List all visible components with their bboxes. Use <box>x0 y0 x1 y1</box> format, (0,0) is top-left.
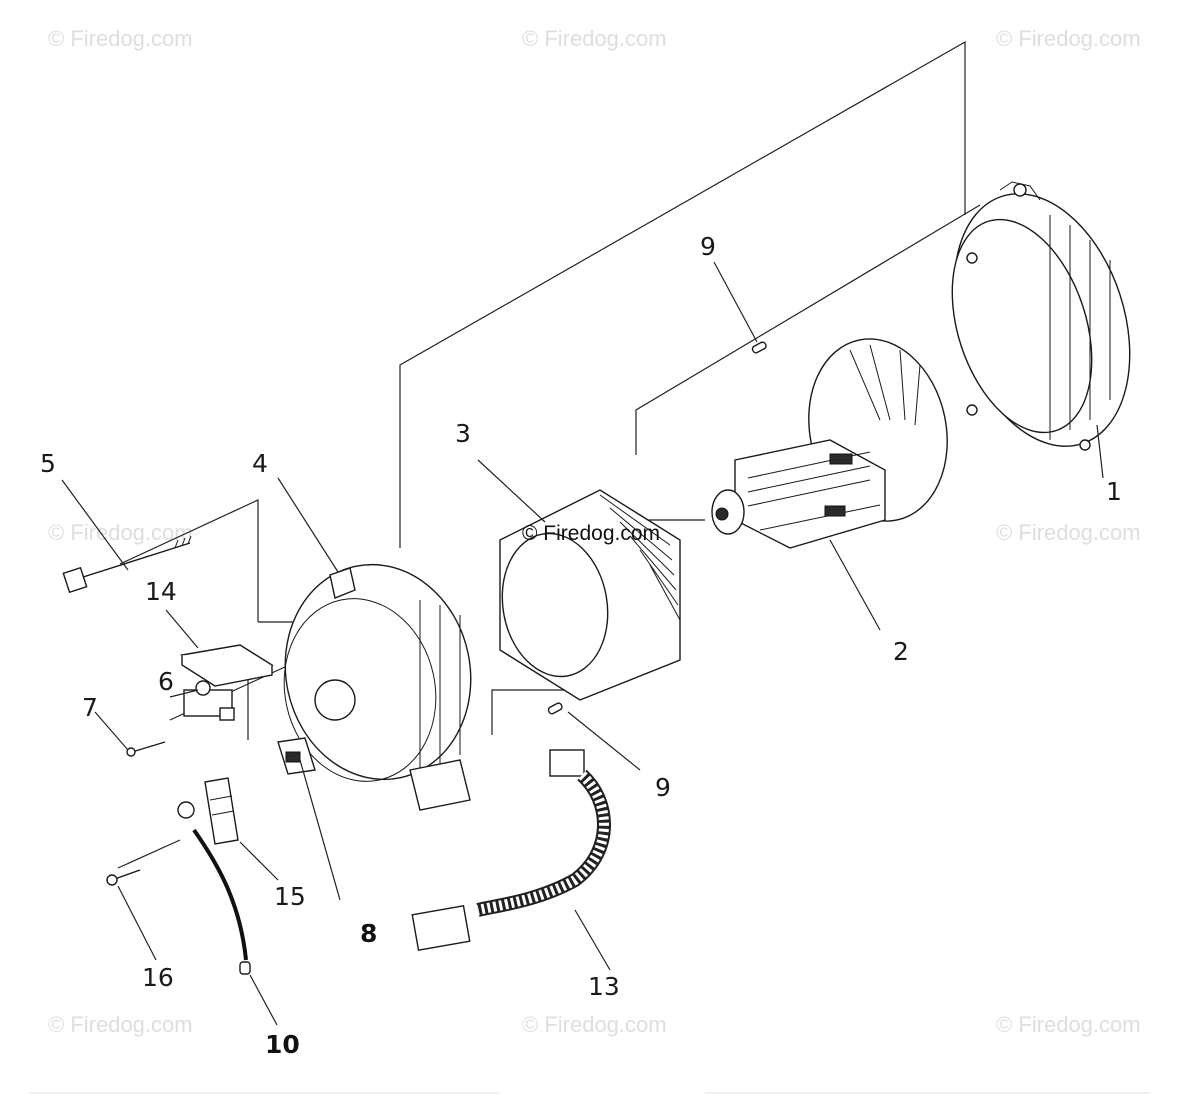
part-2-rotor <box>711 338 948 549</box>
watermark-top-right: © Firedog.com <box>996 26 1141 51</box>
callout-8: 8 <box>360 919 377 948</box>
callout-5: 5 <box>40 449 56 478</box>
part-9-dowel-pins <box>547 341 767 715</box>
callout-2: 2 <box>893 637 909 666</box>
callout-10: 10 <box>265 1030 300 1059</box>
watermark-center: © Firedog.com <box>522 522 660 545</box>
part-5-bolt <box>62 535 192 594</box>
part-4-front-housing <box>283 563 472 811</box>
callout-13: 13 <box>588 972 620 1001</box>
watermark-mid-right: © Firedog.com <box>996 520 1141 545</box>
watermark-bottom-right: © Firedog.com <box>996 1012 1141 1037</box>
callout-9-top: 9 <box>700 232 716 261</box>
callout-14: 14 <box>145 577 177 606</box>
callout-4: 4 <box>252 449 268 478</box>
callout-7: 7 <box>82 693 98 722</box>
leader-lines <box>61 261 1104 1026</box>
callout-3: 3 <box>455 419 471 448</box>
part-7-screw <box>126 741 166 757</box>
callout-1: 1 <box>1106 477 1122 506</box>
watermark-bottom-left: © Firedog.com <box>48 1012 193 1037</box>
part-1-end-cover <box>951 181 1131 451</box>
part-3-stator <box>499 489 681 701</box>
watermark-top-left: © Firedog.com <box>48 26 193 51</box>
part-14-plate <box>180 644 274 687</box>
callout-9-bottom: 9 <box>655 773 671 802</box>
watermark-mid-left: © Firedog.com <box>48 520 193 545</box>
part-6-bracket <box>183 680 235 721</box>
watermark-bottom-center: © Firedog.com <box>522 1012 667 1037</box>
callout-16: 16 <box>142 963 174 992</box>
callout-15: 15 <box>274 882 306 911</box>
part-13-wire-harness <box>411 749 611 952</box>
part-16-screw <box>106 869 141 886</box>
watermark-top-center: © Firedog.com <box>522 26 667 51</box>
part-8-clip <box>277 737 316 775</box>
part-10-lead-wire <box>177 801 251 975</box>
part-15-terminal <box>204 777 239 845</box>
callout-6: 6 <box>158 667 174 696</box>
